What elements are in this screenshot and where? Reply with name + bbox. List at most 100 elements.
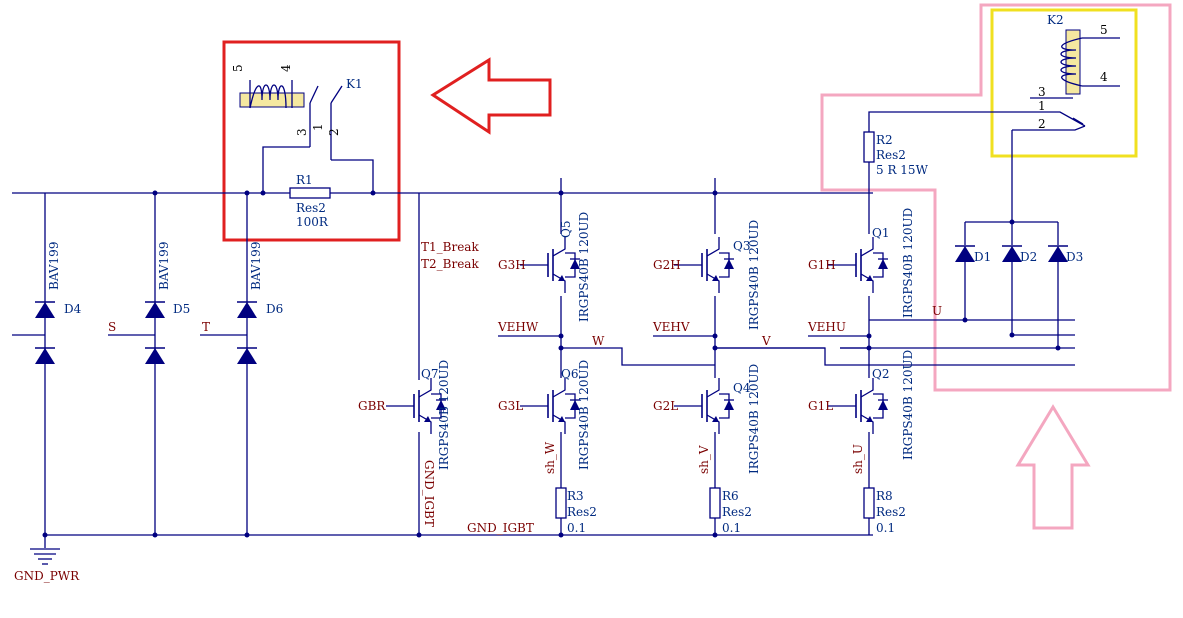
gate-g1l: G1L — [808, 399, 833, 413]
red-highlight-box — [222, 40, 401, 242]
d1-ref: D1 — [974, 250, 991, 264]
relay-k1-ref: K1 — [346, 77, 363, 91]
gate-g1h: G1H — [808, 258, 836, 272]
resistor-r8: R8 Res2 0.1 — [863, 487, 906, 535]
q3-part: IRGPS40B 120UD — [747, 220, 761, 330]
gnd-pwr-symbol — [30, 548, 60, 565]
relay-k2-winding — [1060, 37, 1083, 87]
r3-value: 0.1 — [567, 521, 586, 535]
diode-d5: D5 BAV199 — [144, 242, 190, 365]
relay-k1-pin1: 1 — [311, 123, 325, 131]
gate-gbr: GBR — [358, 399, 386, 413]
net-vehw: VEHW — [497, 320, 539, 334]
relay-k2-ref: K2 — [1047, 13, 1064, 27]
gnd-igbt-label: GND_IGBT — [467, 521, 534, 535]
r8-ref: R8 — [876, 489, 893, 503]
r3-ref: R3 — [567, 489, 584, 503]
gate-g2l: G2L — [653, 399, 678, 413]
d5-ref: D5 — [173, 302, 190, 316]
q6-part: IRGPS40B 120UD — [577, 360, 591, 470]
net-vehu: VEHU — [807, 320, 846, 334]
wiring — [12, 37, 1120, 548]
d6-part: BAV199 — [249, 242, 263, 290]
r2-value: 5 R 15W — [876, 163, 929, 177]
igbt-q1: Q1 IRGPS40B 120UD — [827, 208, 915, 318]
d5-part: BAV199 — [157, 242, 171, 290]
gnd-pwr-label: GND_PWR — [14, 569, 80, 583]
q2-ref: Q2 — [872, 367, 889, 381]
igbt-q4: Q4 IRGPS40B 120UD — [673, 364, 761, 474]
d6-ref: D6 — [266, 302, 283, 316]
resistor-r2: R2 Res2 5 R 15W — [863, 131, 929, 177]
t2-break-label: T2_Break — [421, 257, 479, 271]
d3-ref: D3 — [1066, 250, 1083, 264]
diode-d1: D1 — [954, 245, 991, 264]
net-v: V — [761, 334, 771, 348]
r1-value: 100R — [296, 215, 329, 229]
q4-part: IRGPS40B 120UD — [747, 364, 761, 474]
q7-ref: Q7 — [421, 367, 438, 381]
pink-highlight-outline — [820, 3, 1172, 392]
relay-k2-pin3: 3 — [1038, 85, 1046, 99]
d2-ref: D2 — [1020, 250, 1037, 264]
resistor-r3: R3 Res2 0.1 — [555, 487, 597, 535]
r6-type: Res2 — [722, 505, 752, 519]
gate-g2h: G2H — [653, 258, 681, 272]
net-sh-w: sh_W — [543, 441, 557, 474]
relay-k1-pin3: 3 — [295, 128, 309, 136]
relay-k1: K1 5 4 3 1 2 — [231, 64, 363, 136]
gnd-igbt-vertical-label: GND_IGBT — [422, 460, 436, 527]
r1-type: Res2 — [296, 201, 326, 215]
yellow-highlight-box — [990, 8, 1138, 158]
r2-type: Res2 — [876, 148, 906, 162]
net-w: W — [592, 334, 605, 348]
net-vehv: VEHV — [652, 320, 690, 334]
relay-k2: K2 5 4 3 1 2 — [1038, 13, 1108, 131]
junction-dots — [42, 190, 1061, 538]
net-sh-v: sh_V — [697, 445, 711, 474]
diode-d6: D6 BAV199 — [236, 242, 283, 365]
gate-g3h: G3H — [498, 258, 526, 272]
relay-k1-winding — [249, 84, 287, 109]
q6-ref: Q6 — [561, 367, 578, 381]
r6-value: 0.1 — [722, 521, 741, 535]
gate-g3l: G3L — [498, 399, 523, 413]
igbt-q3: Q3 IRGPS40B 120UD — [673, 220, 761, 330]
input-s-label: S — [108, 320, 116, 334]
diode-d2: D2 — [1001, 245, 1037, 264]
diode-d3: D3 — [1047, 245, 1083, 264]
r8-type: Res2 — [876, 505, 906, 519]
pink-up-arrow — [1015, 404, 1091, 530]
relay-k1-coil — [239, 92, 305, 108]
relay-k2-pin5: 5 — [1100, 23, 1108, 37]
r2-ref: R2 — [876, 133, 893, 147]
relay-k2-coil — [1065, 29, 1081, 95]
relay-k1-pin5: 5 — [231, 64, 245, 72]
d4-part: BAV199 — [47, 242, 61, 290]
igbt-q7: Q7 IRGPS40B 120UD — [385, 360, 451, 470]
q5-part: IRGPS40B 120UD — [577, 212, 591, 322]
d4-ref: D4 — [64, 302, 82, 316]
diode-d4: D4 BAV199 — [34, 242, 82, 365]
igbt-q6: Q6 IRGPS40B 120UD — [519, 360, 591, 470]
input-t-label: T — [202, 320, 210, 334]
relay-k1-pin4: 4 — [279, 64, 293, 72]
q4-ref: Q4 — [733, 381, 751, 395]
relay-k2-pin4: 4 — [1100, 70, 1108, 84]
igbt-q5: Q5 IRGPS40B 120UD — [519, 212, 591, 322]
net-sh-u: sh_U — [851, 444, 865, 474]
relay-k2-pin1: 1 — [1038, 99, 1046, 113]
resistor-r1: R1 Res2 100R — [289, 173, 331, 229]
r1-ref: R1 — [296, 173, 313, 187]
red-left-arrow — [430, 57, 552, 135]
relay-k1-pin2: 2 — [327, 128, 341, 136]
igbt-q2: Q2 IRGPS40B 120UD — [827, 350, 915, 460]
q1-part: IRGPS40B 120UD — [901, 208, 915, 318]
relay-k2-pin2: 2 — [1038, 117, 1046, 131]
q7-part: IRGPS40B 120UD — [437, 360, 451, 470]
q1-ref: Q1 — [872, 226, 889, 240]
resistor-r6: R6 Res2 0.1 — [709, 487, 752, 535]
q2-part: IRGPS40B 120UD — [901, 350, 915, 460]
r8-value: 0.1 — [876, 521, 895, 535]
